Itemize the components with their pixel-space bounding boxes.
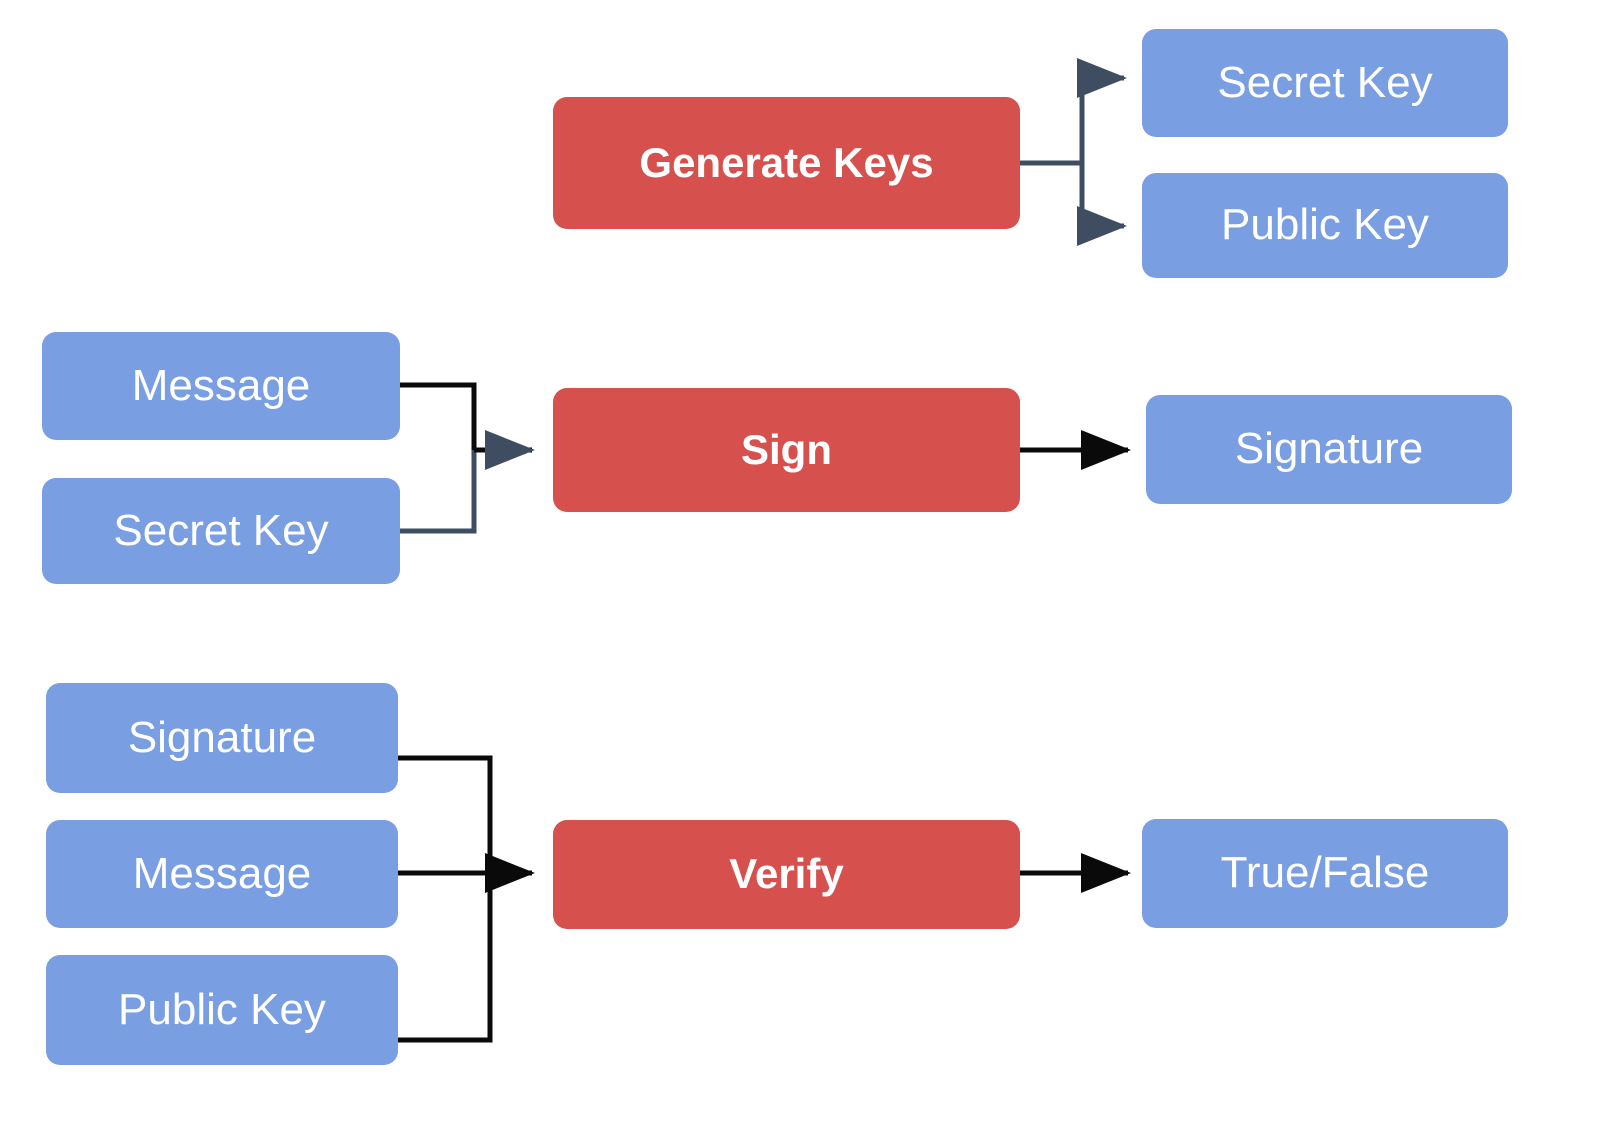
edge-message-to-sign [400, 382, 477, 450]
node-sign[interactable]: Sign [553, 388, 1020, 512]
edge-generatekeys-to-keys [1020, 58, 1128, 246]
node-public-key-output[interactable]: Public Key [1142, 173, 1508, 278]
node-signature-output[interactable]: Signature [1146, 395, 1512, 504]
edge-secretkey-to-sign [400, 450, 477, 534]
node-message-sign-input[interactable]: Message [42, 332, 400, 440]
node-true-false-output[interactable]: True/False [1142, 819, 1508, 928]
node-message-verify-input[interactable]: Message [46, 820, 398, 928]
node-public-key-verify-input[interactable]: Public Key [46, 955, 398, 1065]
edge-signature-to-verify [398, 755, 493, 873]
node-generate-keys[interactable]: Generate Keys [553, 97, 1020, 229]
node-secret-key-output[interactable]: Secret Key [1142, 29, 1508, 137]
node-verify[interactable]: Verify [553, 820, 1020, 929]
edge-publickey-to-verify [398, 873, 493, 1043]
node-secret-key-sign-input[interactable]: Secret Key [42, 478, 400, 584]
node-signature-verify-input[interactable]: Signature [46, 683, 398, 793]
